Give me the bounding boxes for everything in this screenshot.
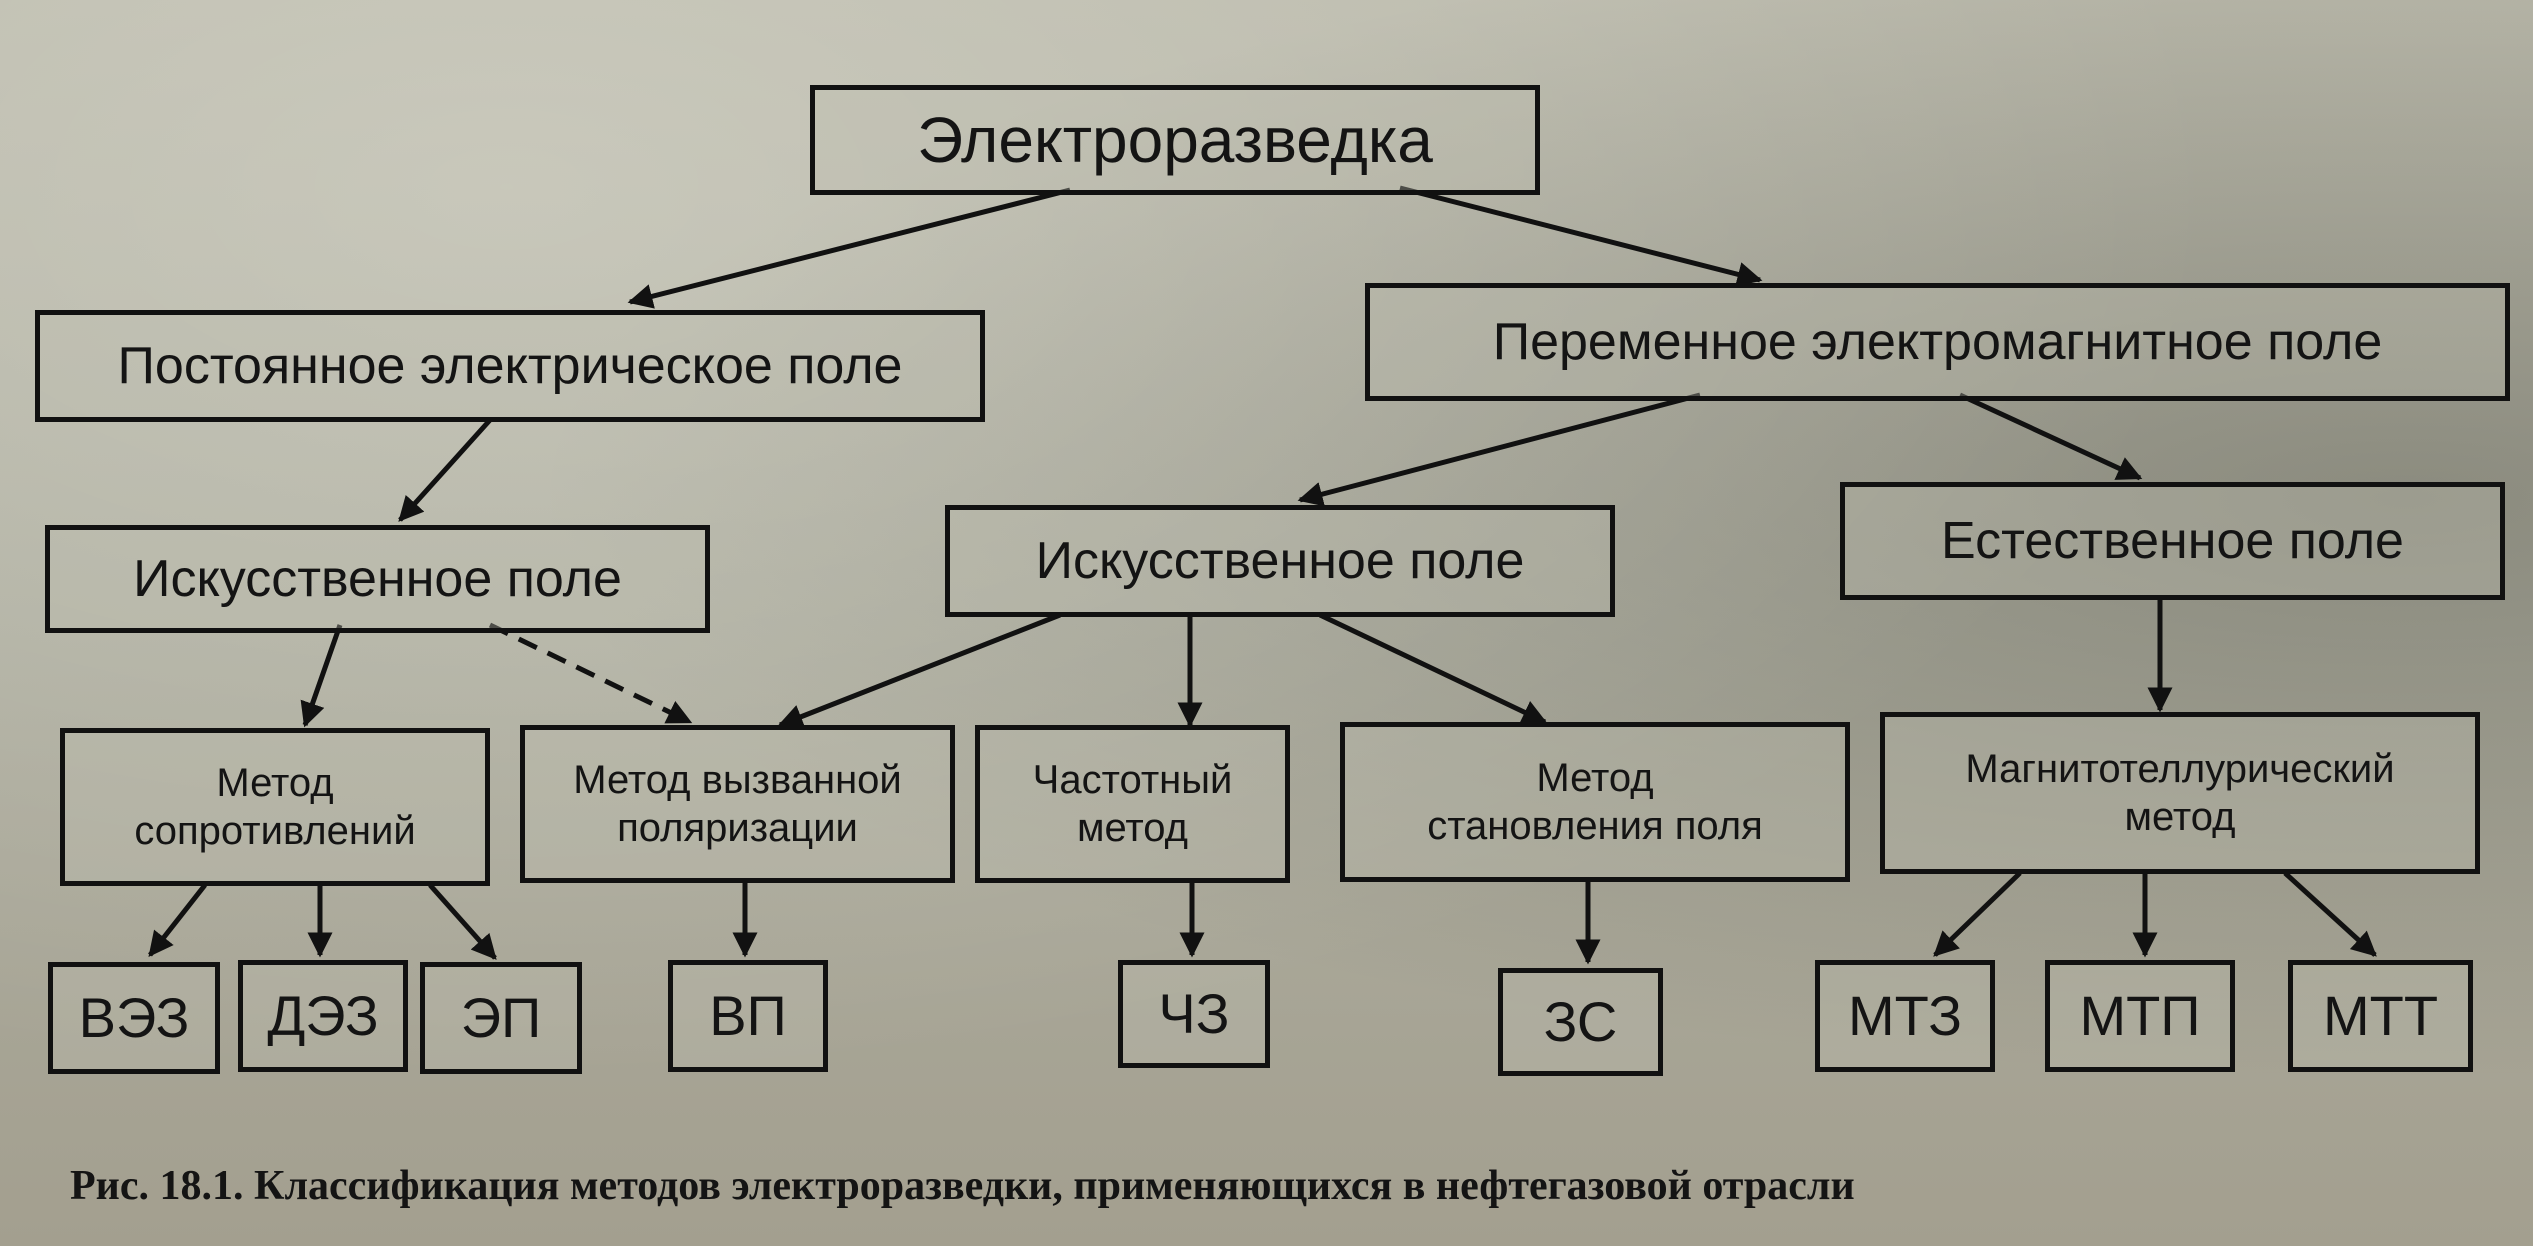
leaf-mtz-label: МТЗ: [1847, 984, 1963, 1048]
node-ac-field: Переменное электромагнитное поле: [1365, 283, 2510, 401]
node-ac-field-label: Переменное электромагнитное поле: [1492, 312, 2383, 371]
node-induced-polarization-line-1: Метод вызванной: [573, 758, 902, 802]
arrow-ac-artificial-to-transient: [1318, 612, 1548, 725]
leaf-dez-label: ДЭЗ: [267, 984, 379, 1048]
node-resistivity-line-1: Метод: [216, 761, 334, 805]
leaf-vez-label: ВЭЗ: [78, 986, 190, 1050]
leaf-mtp: МТП: [2045, 960, 2235, 1072]
leaf-chz-label: ЧЗ: [1158, 982, 1230, 1046]
node-ac-artificial-label: Искусственное поле: [1035, 531, 1525, 590]
node-transient-line-2: становления поля: [1427, 804, 1763, 848]
leaf-vez: ВЭЗ: [48, 962, 220, 1074]
leaf-ep-label: ЭП: [460, 986, 542, 1050]
arrow-ac-to-artificial: [1297, 392, 1701, 507]
node-root-label: Электроразведка: [917, 103, 1433, 176]
node-root: Электроразведка: [810, 85, 1540, 195]
node-transient: Метод становления поля: [1340, 722, 1850, 882]
node-dc-artificial-label: Искусственное поле: [133, 549, 622, 608]
arrow-ac-to-natural: [1958, 392, 2143, 481]
leaf-vp: ВП: [668, 960, 828, 1072]
node-induced-polarization: Метод вызванной поляризации: [520, 725, 955, 883]
node-ac-natural: Естественное поле: [1840, 482, 2505, 600]
arrow-root-to-dc: [627, 187, 1071, 309]
arrow-dc-to-artificial: [398, 418, 492, 522]
node-frequency-line-1: Частотный: [1032, 758, 1233, 802]
figure-caption: Рис. 18.1. Классификация методов электро…: [70, 1163, 1855, 1209]
arrow-mt-to-mtt: [2283, 871, 2377, 957]
leaf-mtp-label: МТП: [2079, 984, 2201, 1048]
arrow-dc-artificial-to-resistivity: [300, 624, 343, 728]
arrow-resistivity-to-vez: [148, 883, 207, 957]
leaf-mtt: МТТ: [2288, 960, 2473, 1072]
arrow-mt-to-mtz: [1933, 871, 2022, 957]
arrow-ac-artificial-to-ip: [777, 612, 1061, 729]
arrow-root-to-ac: [1399, 185, 1763, 287]
node-transient-line-1: Метод: [1536, 756, 1654, 800]
leaf-mtz: МТЗ: [1815, 960, 1995, 1072]
leaf-zs: ЗС: [1498, 968, 1663, 1076]
leaf-zs-label: ЗС: [1543, 990, 1618, 1054]
node-induced-polarization-text: Метод вызванной поляризации: [573, 756, 902, 852]
arrow-resistivity-to-ep: [428, 883, 497, 960]
node-dc-field-label: Постоянное электрическое поле: [117, 336, 903, 395]
leaf-ep: ЭП: [420, 962, 582, 1074]
node-resistivity-line-2: сопротивлений: [134, 809, 416, 853]
node-frequency-text: Частотный метод: [1033, 756, 1233, 852]
leaf-dez: ДЭЗ: [238, 960, 408, 1072]
node-magnetotelluric-text: Магнитотеллурический метод: [1965, 745, 2394, 841]
leaf-chz: ЧЗ: [1118, 960, 1270, 1068]
node-frequency: Частотный метод: [975, 725, 1290, 883]
node-transient-text: Метод становления поля: [1427, 754, 1763, 850]
node-dc-artificial: Искусственное поле: [45, 525, 710, 633]
node-ac-artificial: Искусственное поле: [945, 505, 1615, 617]
node-magnetotelluric-line-2: метод: [2124, 795, 2236, 839]
node-resistivity: Метод сопротивлений: [60, 728, 490, 886]
node-magnetotelluric: Магнитотеллурический метод: [1880, 712, 2480, 874]
leaf-vp-label: ВП: [709, 984, 787, 1048]
node-frequency-line-2: метод: [1077, 806, 1188, 850]
node-resistivity-text: Метод сопротивлений: [134, 759, 415, 855]
node-ac-natural-label: Естественное поле: [1941, 511, 2404, 570]
node-magnetotelluric-line-1: Магнитотеллурический: [1965, 747, 2395, 791]
node-dc-field: Постоянное электрическое поле: [35, 310, 985, 422]
arrow-dc-artificial-to-ip: [488, 622, 693, 725]
leaf-mtt-label: МТТ: [2322, 984, 2439, 1048]
node-induced-polarization-line-2: поляризации: [617, 806, 858, 850]
